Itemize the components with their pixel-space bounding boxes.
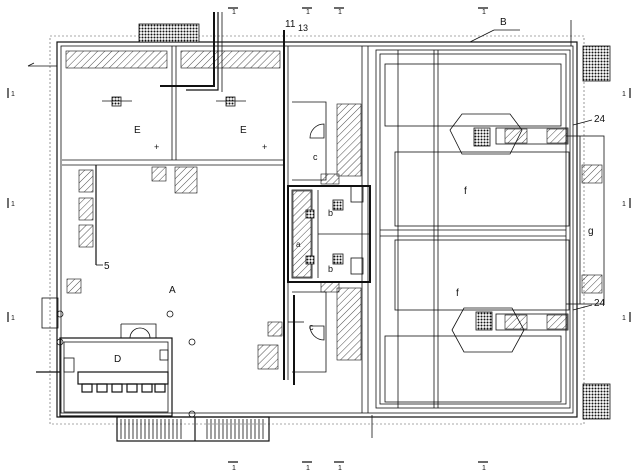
callout-24-upper: 24 xyxy=(594,114,606,125)
middle-zone xyxy=(267,30,371,413)
room-c-upper-label: c xyxy=(313,152,318,162)
desk-row xyxy=(77,371,169,393)
room-c-lower-label: c xyxy=(309,322,314,332)
section-mark-left-1: 1 xyxy=(11,91,15,98)
room-e-right-label: E xyxy=(240,125,247,136)
section-mark-right-1: 1 xyxy=(622,91,626,98)
section-marks xyxy=(7,7,631,463)
stair-treads xyxy=(120,417,264,441)
callout-b: B xyxy=(500,17,507,28)
section-mark-right-2: 1 xyxy=(622,201,626,208)
room-a-small-label: a xyxy=(296,240,301,249)
room-b-lower-label: b xyxy=(328,264,333,274)
section-mark-bottom-4: 1 xyxy=(482,465,486,472)
section-mark-bottom-3: 1 xyxy=(338,465,342,472)
right-zone xyxy=(371,20,605,438)
svg-text:+: + xyxy=(262,142,267,152)
room-f-upper-label: f xyxy=(464,186,467,197)
room-f-lower-label: f xyxy=(456,288,459,299)
callout-5: 5 xyxy=(104,261,110,272)
section-mark-right-3: 1 xyxy=(622,315,626,322)
room-g-label: g xyxy=(588,226,594,237)
room-d-label: D xyxy=(114,354,121,365)
room-b-upper-label: b xyxy=(328,208,333,218)
callout-13: 13 xyxy=(298,23,308,33)
section-mark-top-4: 1 xyxy=(482,9,486,16)
section-mark-left-3: 1 xyxy=(11,315,15,322)
corner-blocks xyxy=(138,23,611,420)
svg-text:+: + xyxy=(154,142,159,152)
section-mark-bottom-1: 1 xyxy=(232,465,236,472)
room-e-left-label: E xyxy=(134,125,141,136)
section-mark-left-2: 1 xyxy=(11,201,15,208)
section-mark-top-3: 1 xyxy=(338,9,342,16)
left-zone: + + xyxy=(36,12,284,442)
room-a-label: A xyxy=(169,285,176,296)
section-mark-top-2: 1 xyxy=(306,9,310,16)
outer-walls xyxy=(27,35,585,425)
callout-24-lower: 24 xyxy=(594,298,606,309)
section-mark-top-1: 1 xyxy=(232,9,236,16)
section-mark-bottom-2: 1 xyxy=(306,465,310,472)
callout-11: 11 xyxy=(285,19,296,30)
